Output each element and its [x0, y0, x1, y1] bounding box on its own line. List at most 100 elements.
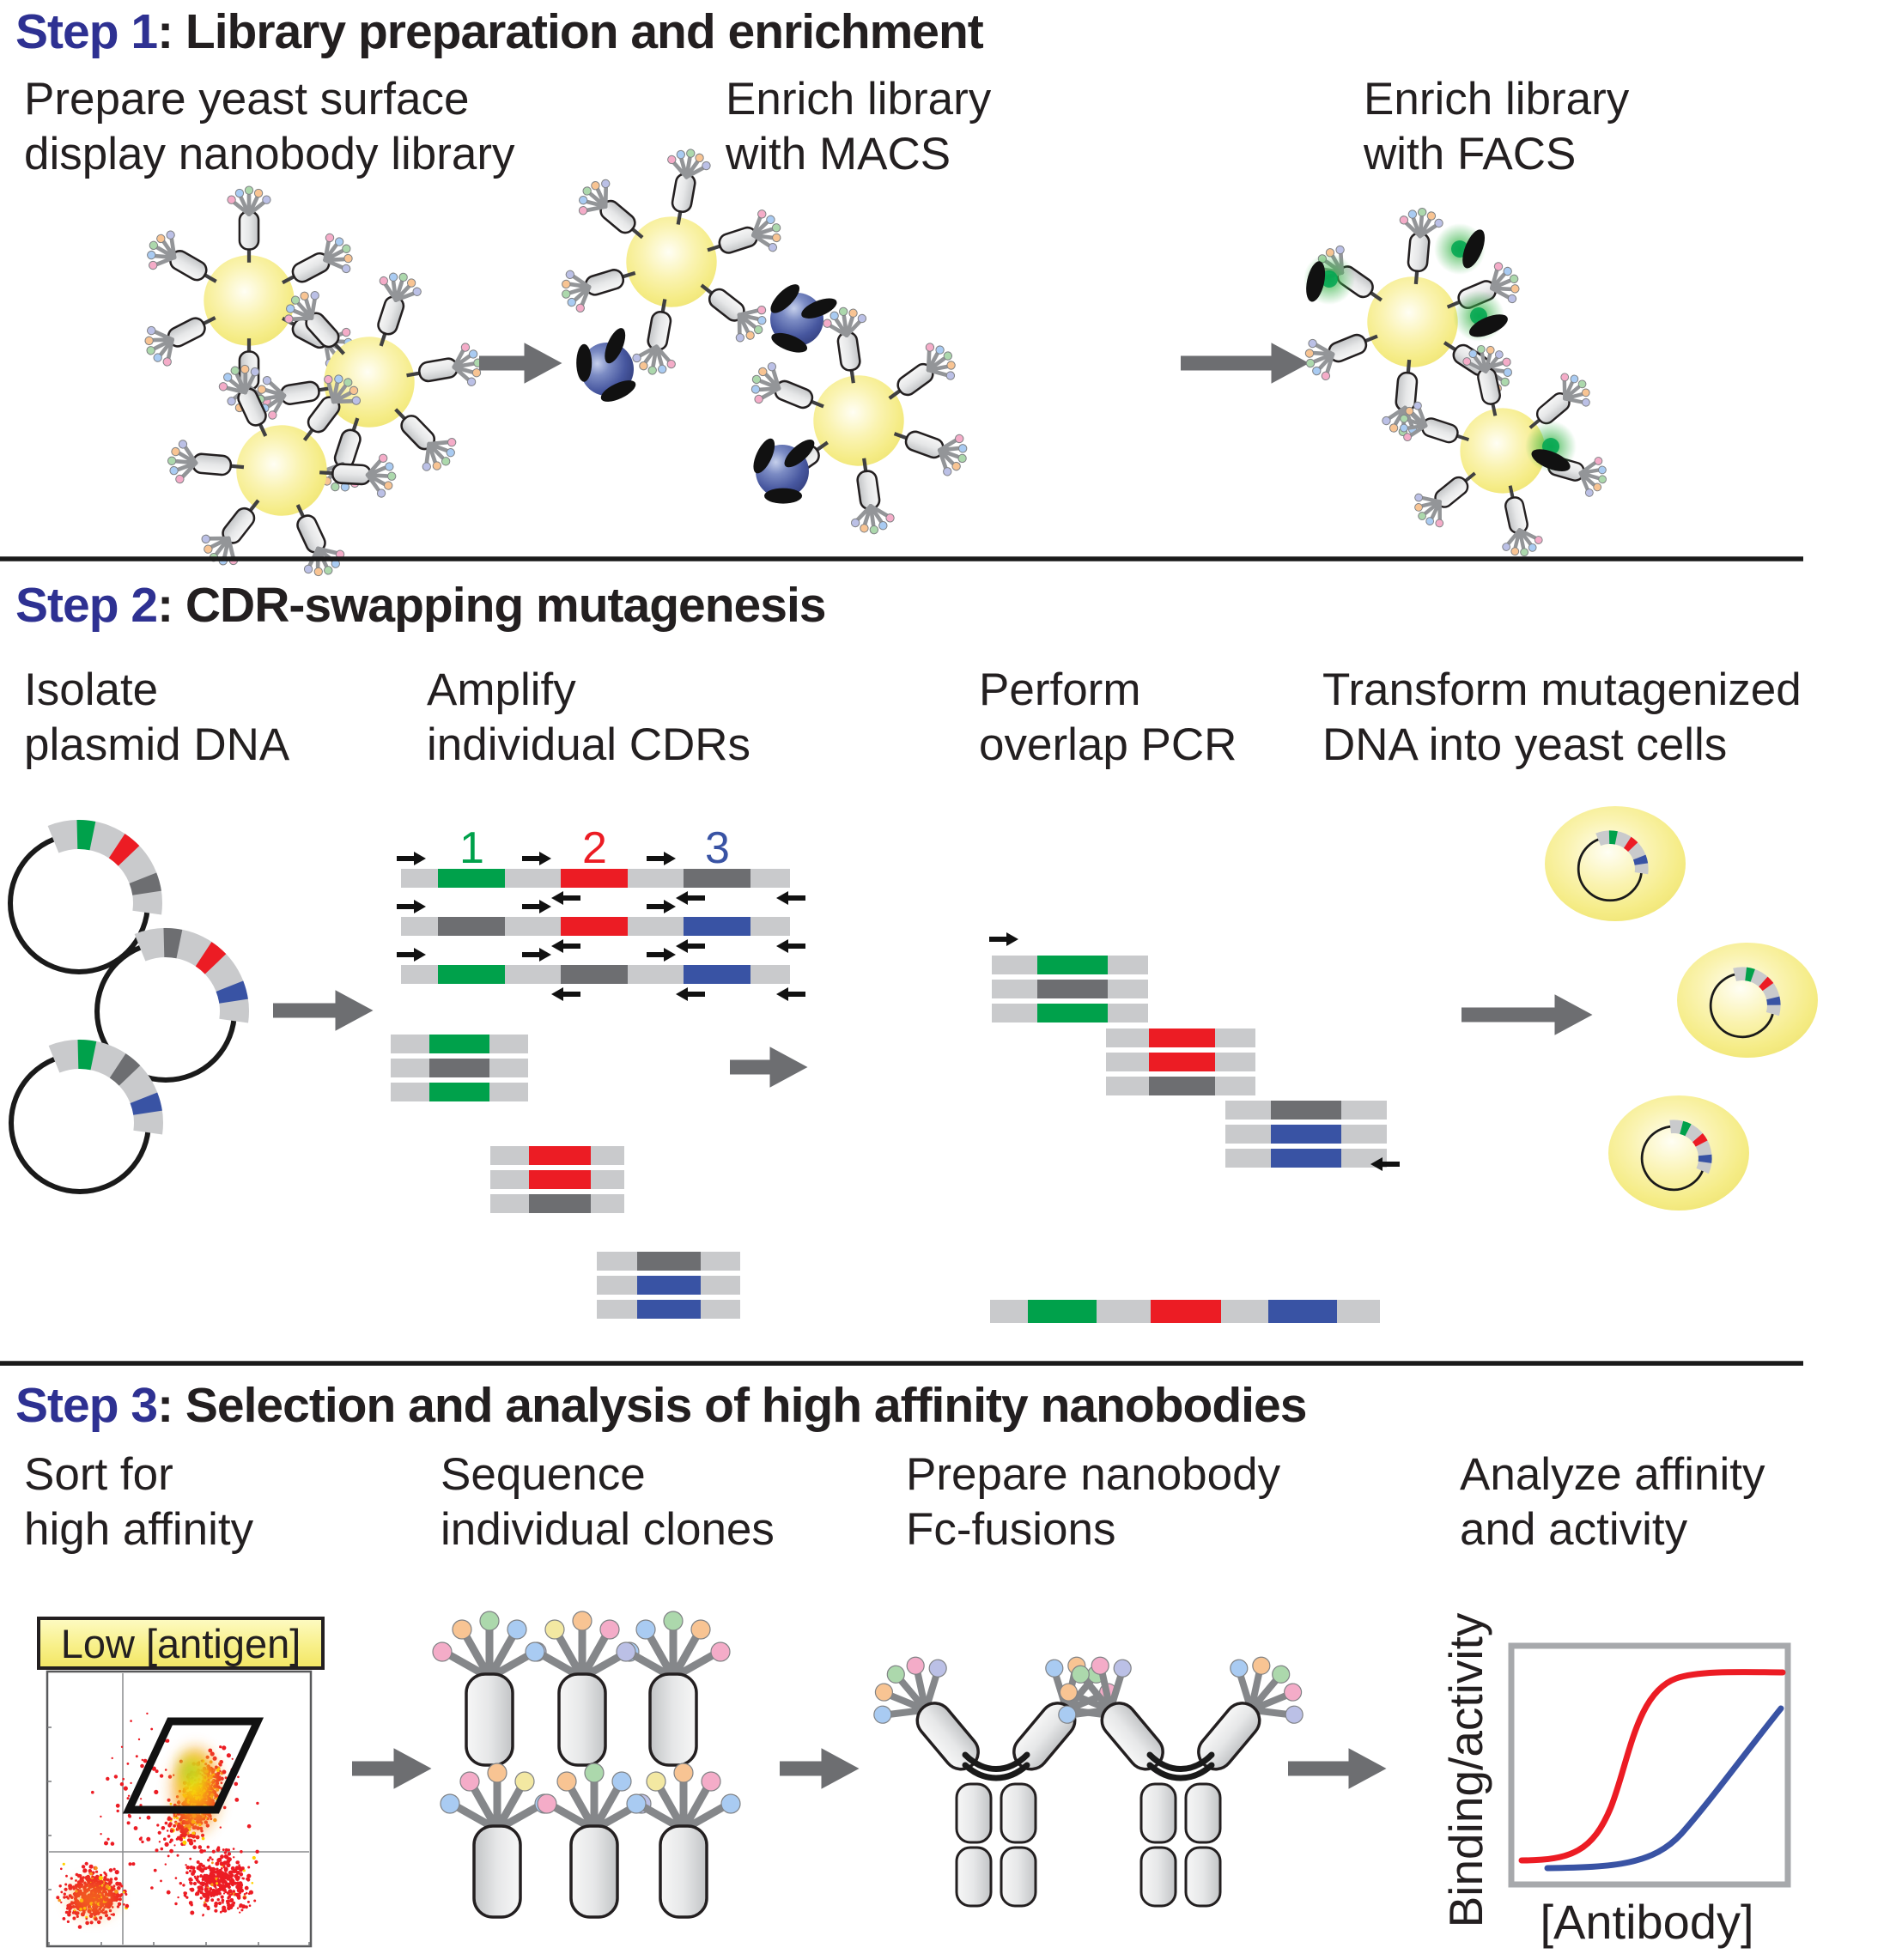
label-sequence-clones: Sequence individual clones — [441, 1447, 775, 1557]
label-transform-yeast: Transform mutagenized DNA into yeast cel… — [1322, 663, 1802, 773]
step3-title: : Selection and analysis of high affinit… — [157, 1378, 1307, 1433]
reverse-primer — [551, 891, 580, 905]
label-line: with FACS — [1364, 129, 1577, 179]
forward-primer — [522, 948, 551, 962]
cdr3-segment — [684, 965, 750, 984]
step2-cdr-templates — [397, 852, 805, 1001]
step1-header: Step 1: Library preparation and enrichme… — [15, 3, 984, 60]
cdr2-number: 2 — [582, 823, 607, 873]
cdr3-number: 3 — [705, 823, 730, 873]
overlap-cdr2-stack — [1106, 1029, 1255, 1095]
label-prepare-fc-fusions: Prepare nanobody Fc-fusions — [906, 1447, 1280, 1557]
fluorescent-antigen — [1286, 242, 1366, 321]
nanobody-clone — [627, 1763, 740, 1917]
step3-fc-fusions — [856, 1639, 1321, 1906]
cdr1-number: 1 — [459, 823, 484, 873]
cdr1-segment — [438, 965, 505, 984]
forward-primer — [647, 852, 676, 865]
label-enrich-facs: Enrich library with FACS — [1364, 72, 1629, 182]
label-line: Prepare nanobody — [906, 1449, 1281, 1500]
label-line: display nanobody library — [24, 129, 515, 179]
forward-primer — [989, 932, 1018, 946]
label-line: Enrich library — [726, 74, 992, 124]
step2-title: : CDR-swapping mutagenesis — [157, 578, 826, 633]
label-line: high affinity — [24, 1504, 254, 1555]
forward-primer — [522, 900, 551, 913]
forward-primer — [397, 852, 426, 865]
label-sort-high-affinity: Sort for high affinity — [24, 1447, 253, 1557]
cdr2-segment — [561, 869, 628, 888]
label-line: Fc-fusions — [906, 1504, 1116, 1555]
reverse-primer — [676, 987, 705, 1001]
low-antigen-badge: Low [antigen] — [37, 1617, 325, 1670]
overlap-cdr3-stack — [1225, 1101, 1387, 1168]
label-overlap-pcr: Perform overlap PCR — [979, 663, 1237, 773]
forward-primer — [647, 900, 676, 913]
label-line: Sort for — [24, 1449, 173, 1500]
reverse-primer — [776, 987, 805, 1001]
cdr2-amplicons — [490, 1146, 624, 1213]
nanobody-fc-fusion — [1041, 1639, 1321, 1906]
label-line: overlap PCR — [979, 719, 1237, 770]
label-line: Sequence — [441, 1449, 646, 1500]
reverse-primer — [676, 939, 705, 953]
low-antigen-text: Low [antigen] — [60, 1620, 301, 1666]
cdr2-segment — [561, 917, 628, 936]
label-line: Perform — [979, 664, 1141, 715]
step1-macs-group — [542, 130, 985, 549]
label-amplify-cdrs: Amplify individual CDRs — [427, 663, 750, 773]
yeast-with-plasmid — [1545, 806, 1686, 921]
step1-label: Step 1 — [15, 4, 158, 59]
step3-label: Step 3 — [15, 1378, 158, 1433]
cdr1-amplicons — [391, 1035, 528, 1101]
chart-frame — [1508, 1642, 1791, 1888]
binding-activity-chart — [1508, 1642, 1791, 1888]
label-line: Transform mutagenized — [1322, 664, 1802, 715]
magnetic-bead — [744, 426, 821, 512]
step2-label: Step 2 — [15, 578, 158, 633]
high-affinity-curve — [1518, 1669, 1786, 1864]
label-line: Isolate — [24, 664, 159, 715]
axis-ticks — [47, 1726, 310, 1946]
assembled-gene-bar — [990, 1300, 1380, 1323]
step1-title: : Library preparation and enrichment — [157, 4, 984, 59]
label-line: plasmid DNA — [24, 719, 290, 770]
reverse-primer — [676, 891, 705, 905]
facs-sort-plot — [46, 1670, 313, 1948]
step2-plasmids — [10, 834, 234, 1192]
nanobody-clone — [538, 1763, 651, 1917]
cdr3-amplicons — [597, 1252, 740, 1319]
label-line: with MACS — [726, 129, 951, 179]
cdr1-segment — [438, 917, 505, 936]
step1-facs-group — [1286, 198, 1627, 578]
label-line: Amplify — [427, 664, 576, 715]
forward-primer — [522, 852, 551, 865]
label-analyze-affinity: Analyze affinity and activity — [1460, 1447, 1765, 1557]
step1-library-cells — [132, 186, 510, 621]
yeast-cell — [732, 292, 985, 549]
binding-activity-axis-label: Binding/activity — [1439, 1612, 1492, 1928]
label-prepare-library: Prepare yeast surface display nanobody l… — [24, 72, 515, 182]
label-line: DNA into yeast cells — [1322, 719, 1728, 770]
cdr1-segment — [438, 869, 505, 888]
step2-transformed-yeast — [1545, 806, 1818, 1211]
reverse-primer — [776, 891, 805, 905]
step3-header: Step 3: Selection and analysis of high a… — [15, 1377, 1307, 1434]
yeast-with-plasmid — [1677, 943, 1818, 1058]
reverse-primer — [551, 987, 580, 1001]
label-line: Prepare yeast surface — [24, 74, 470, 124]
reverse-primer — [551, 939, 580, 953]
nanobody-clone — [617, 1611, 730, 1765]
overlap-cdr1-stack — [992, 956, 1148, 1022]
label-line: Enrich library — [1364, 74, 1630, 124]
sort-gate — [122, 1717, 264, 1814]
step2-overlap-pcr — [989, 932, 1400, 1323]
cdr3-segment — [684, 869, 750, 888]
yeast-with-plasmid — [1608, 1095, 1749, 1211]
step2-amplified-cdr-stacks — [391, 1035, 740, 1319]
label-enrich-macs: Enrich library with MACS — [726, 72, 991, 182]
forward-primer — [647, 948, 676, 962]
plasmid-green-gray-blue — [11, 1054, 149, 1192]
